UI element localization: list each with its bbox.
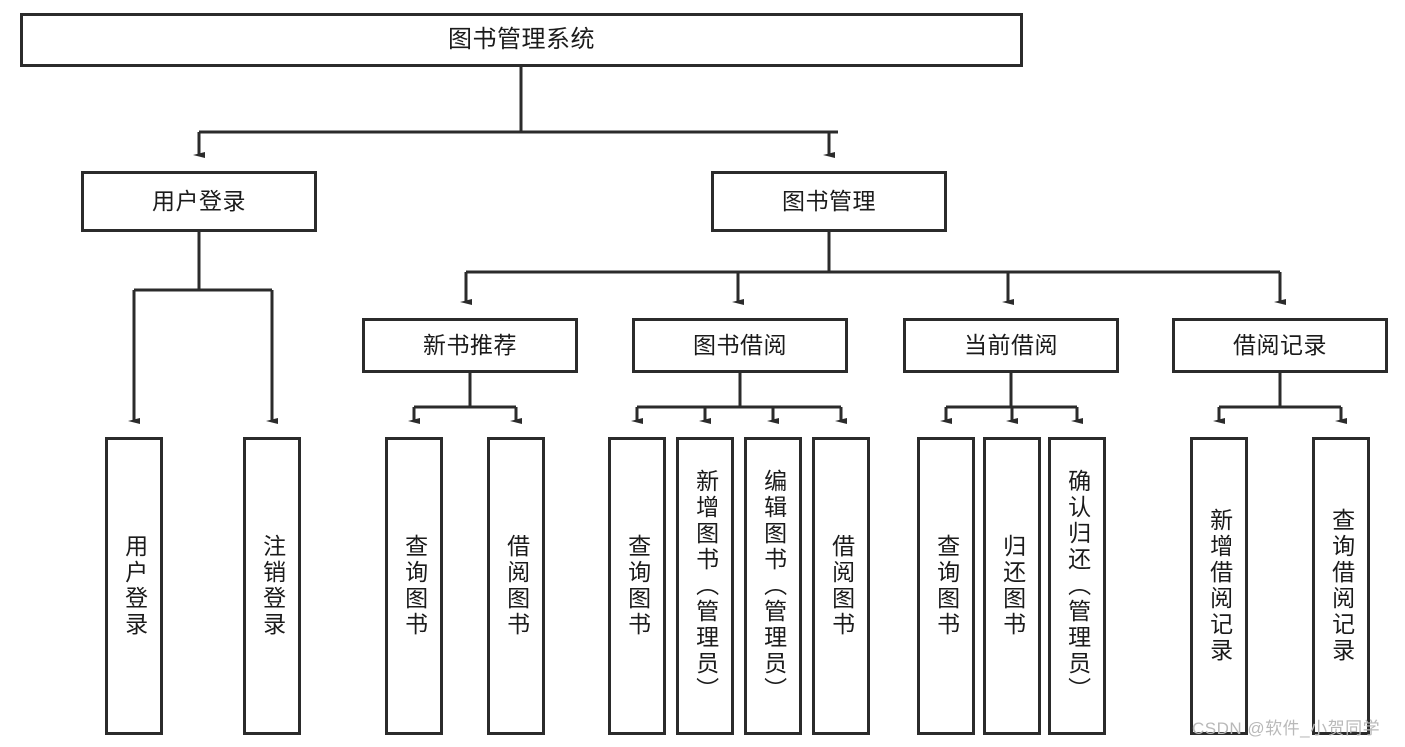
node-leaf-edit-book-label: 编辑图书（管理员） bbox=[760, 469, 787, 703]
node-leaf-logout[interactable]: 注销登录 bbox=[243, 437, 301, 735]
node-user-login[interactable]: 用户登录 bbox=[81, 171, 317, 232]
node-book-borrow-label: 图书借阅 bbox=[693, 331, 787, 358]
node-leaf-query-book-1[interactable]: 查询图书 bbox=[385, 437, 443, 735]
node-leaf-borrow-book-2-label: 借阅图书 bbox=[828, 534, 855, 638]
node-book-borrow[interactable]: 图书借阅 bbox=[632, 318, 848, 373]
node-leaf-query-book-3[interactable]: 查询图书 bbox=[917, 437, 975, 735]
node-leaf-edit-book[interactable]: 编辑图书（管理员） bbox=[744, 437, 802, 735]
node-leaf-query-record[interactable]: 查询借阅记录 bbox=[1312, 437, 1370, 735]
node-leaf-return-book[interactable]: 归还图书 bbox=[983, 437, 1041, 735]
node-leaf-borrow-book-2[interactable]: 借阅图书 bbox=[812, 437, 870, 735]
node-leaf-add-book[interactable]: 新增图书（管理员） bbox=[676, 437, 734, 735]
node-new-book-rec-label: 新书推荐 bbox=[423, 331, 517, 358]
node-leaf-user-login[interactable]: 用户登录 bbox=[105, 437, 163, 735]
node-leaf-confirm-return[interactable]: 确认归还（管理员） bbox=[1048, 437, 1106, 735]
node-current-borrow-label: 当前借阅 bbox=[964, 331, 1058, 358]
node-borrow-record-label: 借阅记录 bbox=[1233, 331, 1327, 358]
node-leaf-logout-label: 注销登录 bbox=[259, 534, 286, 638]
node-book-manage-label: 图书管理 bbox=[782, 187, 876, 214]
node-leaf-query-book-2[interactable]: 查询图书 bbox=[608, 437, 666, 735]
node-root-label: 图书管理系统 bbox=[448, 25, 595, 53]
node-new-book-rec[interactable]: 新书推荐 bbox=[362, 318, 578, 373]
node-leaf-borrow-book-1-label: 借阅图书 bbox=[503, 534, 530, 638]
node-root[interactable]: 图书管理系统 bbox=[20, 13, 1023, 67]
node-current-borrow[interactable]: 当前借阅 bbox=[903, 318, 1119, 373]
node-borrow-record[interactable]: 借阅记录 bbox=[1172, 318, 1388, 373]
node-leaf-borrow-book-1[interactable]: 借阅图书 bbox=[487, 437, 545, 735]
node-leaf-add-record-label: 新增借阅记录 bbox=[1206, 508, 1233, 664]
node-leaf-query-book-1-label: 查询图书 bbox=[401, 534, 428, 638]
node-leaf-user-login-label: 用户登录 bbox=[121, 534, 148, 638]
node-leaf-query-book-3-label: 查询图书 bbox=[933, 534, 960, 638]
node-book-manage[interactable]: 图书管理 bbox=[711, 171, 947, 232]
node-leaf-query-book-2-label: 查询图书 bbox=[624, 534, 651, 638]
node-leaf-add-record[interactable]: 新增借阅记录 bbox=[1190, 437, 1248, 735]
node-leaf-confirm-return-label: 确认归还（管理员） bbox=[1064, 469, 1091, 703]
node-leaf-return-book-label: 归还图书 bbox=[999, 534, 1026, 638]
node-user-login-label: 用户登录 bbox=[152, 187, 246, 214]
node-leaf-query-record-label: 查询借阅记录 bbox=[1328, 508, 1355, 664]
node-leaf-add-book-label: 新增图书（管理员） bbox=[692, 469, 719, 703]
